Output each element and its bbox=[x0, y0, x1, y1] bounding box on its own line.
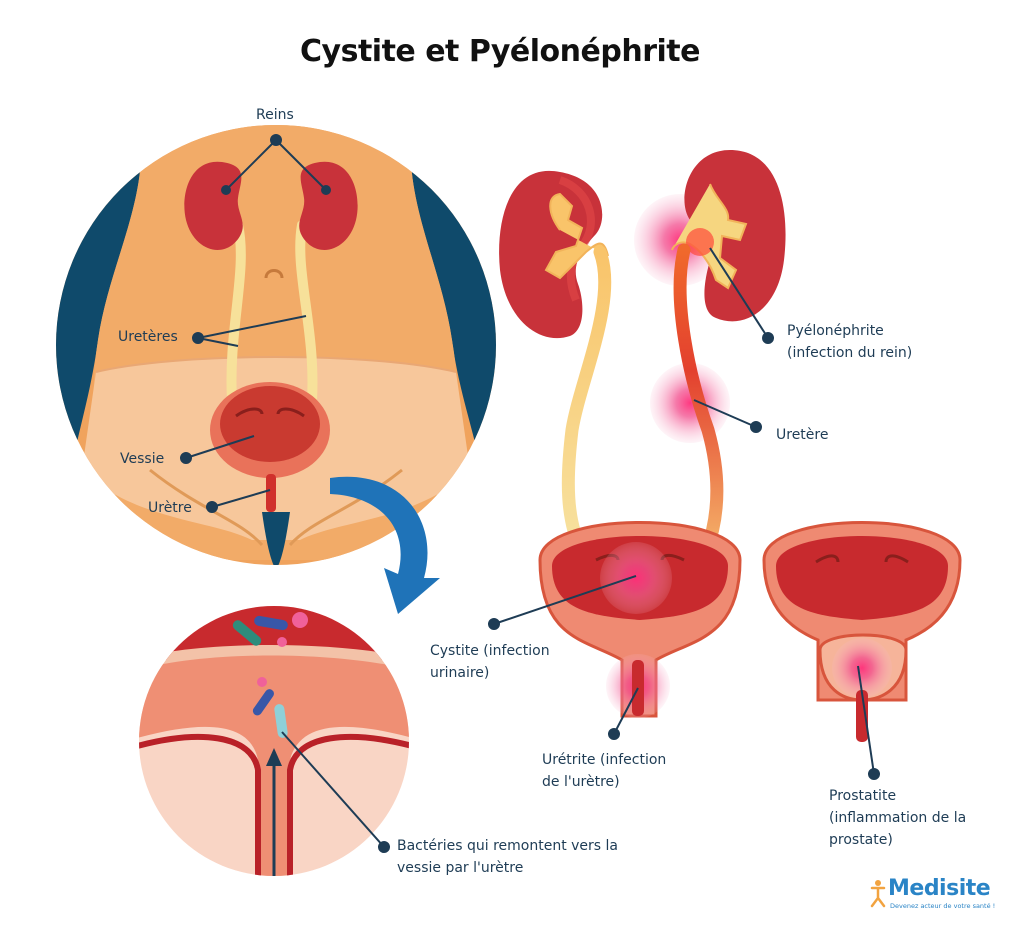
bacteria bbox=[252, 689, 274, 716]
body-circle bbox=[56, 125, 496, 565]
label-bacteries-line2: vessie par l'urètre bbox=[397, 860, 524, 876]
medisite-logo: Medisite Devenez acteur de votre santé ! bbox=[866, 876, 995, 916]
label-pyelonephrite-line2: (infection du rein) bbox=[787, 345, 913, 361]
label-cystite: Cystite (infection urinaire) bbox=[430, 640, 550, 684]
label-cystite-line1: Cystite (infection bbox=[430, 643, 550, 659]
label-prostatite-line2: (inflammation de la bbox=[829, 810, 967, 826]
label-reins: Reins bbox=[256, 107, 294, 123]
label-pyelonephrite-line1: Pyélonéphrite bbox=[787, 323, 884, 339]
label-ureteres: Uretères bbox=[118, 329, 178, 345]
ureter-left bbox=[561, 245, 612, 559]
logo-name: Medisite bbox=[888, 876, 991, 901]
logo-tagline: Devenez acteur de votre santé ! bbox=[890, 902, 996, 910]
label-uretre: Urètre bbox=[148, 500, 192, 516]
label-pyelonephrite: Pyélonéphrite (infection du rein) bbox=[787, 320, 912, 364]
bacteria bbox=[277, 637, 287, 647]
bacteria bbox=[292, 612, 308, 628]
label-prostatite: Prostatite (inflammation de la prostate) bbox=[829, 785, 966, 851]
label-prostatite-line3: prostate) bbox=[829, 832, 893, 848]
urinary-system bbox=[499, 150, 962, 742]
infection-glow-bladder bbox=[600, 542, 672, 614]
page-title: Cystite et Pyélonéphrite bbox=[300, 34, 700, 69]
bacteria bbox=[254, 615, 288, 631]
label-vessie: Vessie bbox=[120, 451, 165, 467]
bacteria bbox=[274, 704, 288, 738]
logo-figure bbox=[870, 880, 886, 908]
body-kidney-right bbox=[299, 161, 358, 250]
leader-lines bbox=[180, 134, 880, 853]
label-uretere: Uretère bbox=[776, 427, 829, 443]
label-bacteries: Bactéries qui remontent vers la vessie p… bbox=[397, 835, 618, 879]
infection-glow-prostate bbox=[832, 638, 892, 698]
label-prostatite-line1: Prostatite bbox=[829, 788, 897, 804]
label-uretrite: Urétrite (infection de l'urètre) bbox=[542, 749, 666, 793]
label-cystite-line2: urinaire) bbox=[430, 665, 490, 681]
bacteria bbox=[257, 677, 267, 687]
label-uretrite-line2: de l'urètre) bbox=[542, 774, 620, 790]
zoom-circle bbox=[139, 606, 409, 876]
bacteria bbox=[232, 620, 262, 646]
label-uretrite-line1: Urétrite (infection bbox=[542, 752, 667, 768]
zoom-arrow bbox=[330, 476, 440, 614]
ureter-right bbox=[673, 243, 724, 559]
label-bacteries-line1: Bactéries qui remontent vers la bbox=[397, 838, 619, 854]
body-kidney-left bbox=[184, 161, 243, 250]
